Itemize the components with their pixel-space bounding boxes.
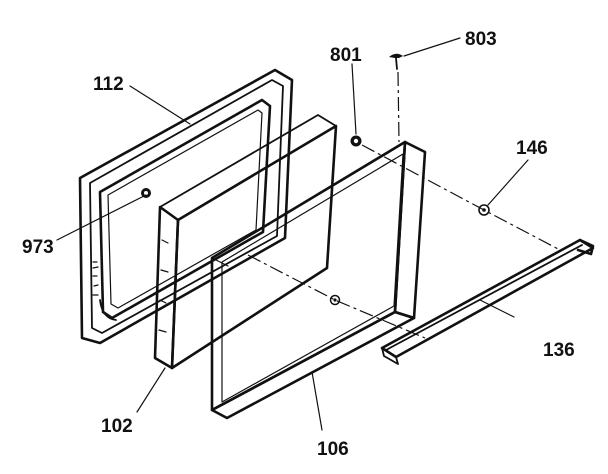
screw-803-icon: [389, 53, 403, 70]
panel-center-fastener-icon: [329, 294, 341, 306]
label-106: 106: [317, 439, 349, 460]
label-801: 801: [330, 45, 362, 66]
insulation-panel: [153, 114, 338, 370]
label-102: 102: [101, 416, 133, 437]
door-trim-strip: [380, 238, 595, 365]
door-liner-frame: [78, 68, 294, 345]
assembly-lines: [247, 71, 561, 339]
outer-door-panel: [210, 140, 427, 420]
label-112: 112: [93, 74, 124, 95]
screw-801-icon: [350, 135, 362, 147]
leader-lines: [56, 37, 529, 431]
fastener-973-icon: [141, 188, 151, 198]
label-146: 146: [516, 138, 548, 159]
label-803: 803: [465, 29, 497, 50]
label-136: 136: [543, 340, 575, 361]
label-973: 973: [22, 237, 54, 258]
